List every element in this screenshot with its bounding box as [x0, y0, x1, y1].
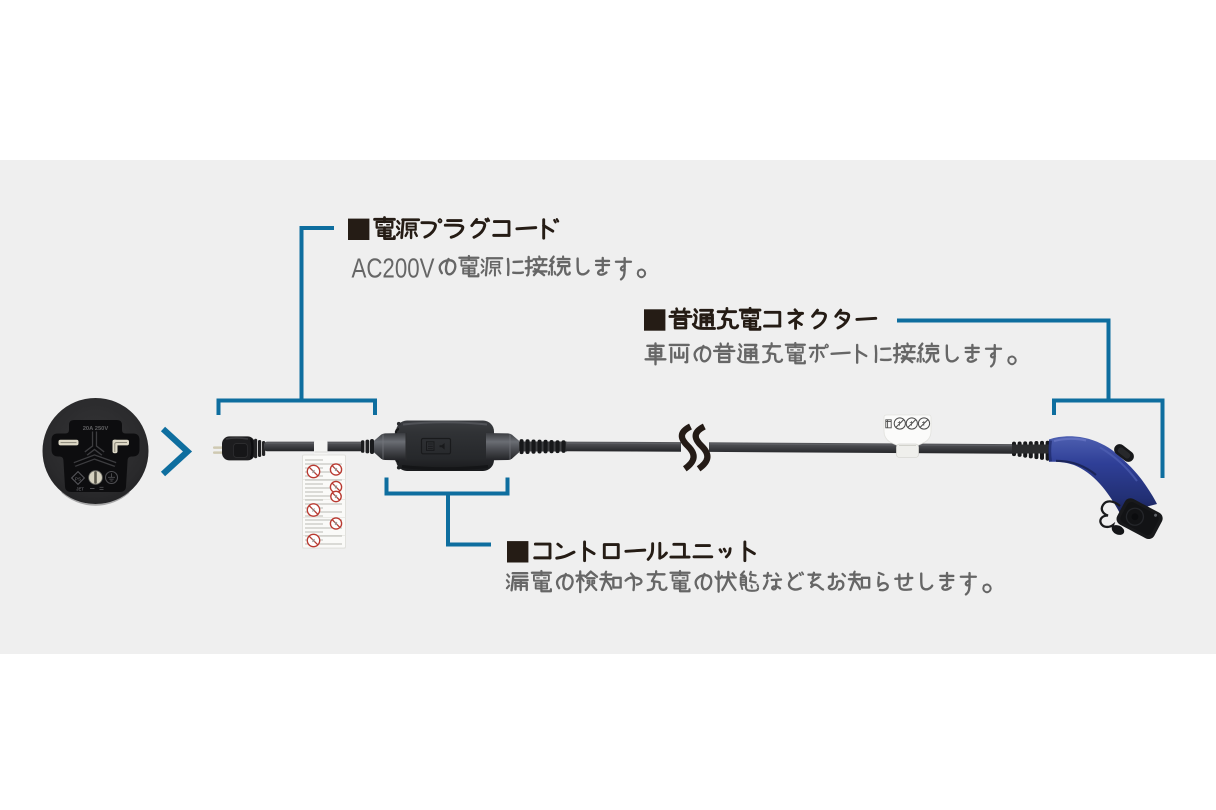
- svg-text:20A 250V: 20A 250V: [83, 426, 109, 432]
- svg-text:JET: JET: [76, 487, 84, 492]
- svg-text:AC200V: AC200V: [352, 253, 435, 284]
- svg-text:PS: PS: [75, 476, 81, 481]
